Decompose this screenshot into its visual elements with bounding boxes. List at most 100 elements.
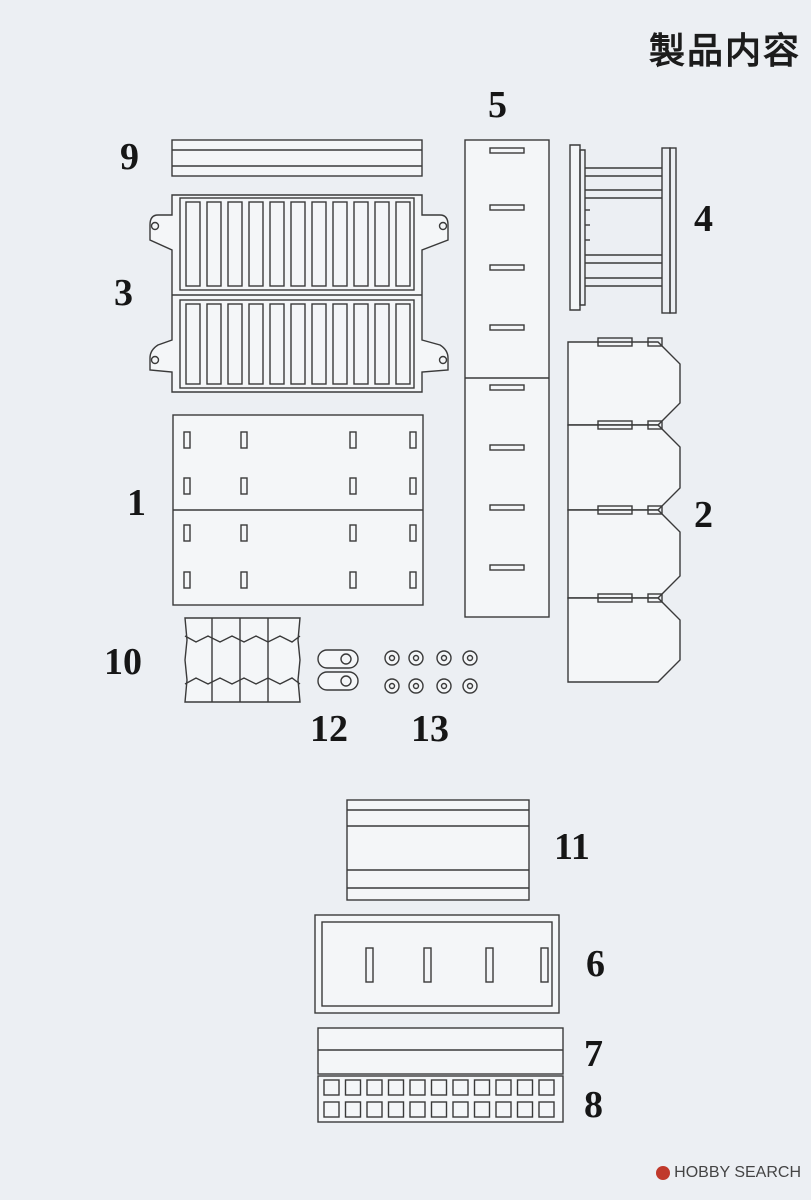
plate-slot <box>409 477 417 495</box>
washer-hole <box>466 654 474 662</box>
grid-cell <box>430 1101 448 1118</box>
grid-cell <box>323 1079 340 1096</box>
grid-cell <box>538 1079 555 1096</box>
plate-slot <box>409 431 417 449</box>
grille-slot <box>206 201 222 287</box>
part-12-lugs <box>317 649 359 691</box>
label-part-3: 3 <box>114 272 133 314</box>
grille-slot <box>395 201 411 287</box>
label-part-7: 7 <box>584 1033 603 1075</box>
watermark: HOBBY SEARCH <box>656 1164 801 1182</box>
grille-slot <box>311 303 327 385</box>
part-11-box <box>346 799 530 901</box>
side-tab <box>647 337 663 347</box>
part-6-panel <box>314 914 560 1014</box>
grid-cell <box>538 1101 555 1118</box>
grille-slot <box>206 303 222 385</box>
page-title: 製品内容 <box>648 31 801 72</box>
washer <box>408 678 424 694</box>
grid-cell <box>344 1079 362 1096</box>
washer-hole <box>440 682 448 690</box>
side-piece <box>567 509 681 599</box>
grid-cell <box>516 1101 534 1118</box>
side-tab <box>647 420 663 430</box>
side-tab <box>597 505 633 515</box>
washer-hole <box>440 654 448 662</box>
washer <box>436 678 452 694</box>
plate-slot <box>183 431 191 449</box>
grille-slot <box>374 201 390 287</box>
washer <box>462 678 478 694</box>
grille-slot <box>374 303 390 385</box>
grid-cell <box>366 1101 383 1118</box>
plate-slot <box>349 431 357 449</box>
label-part-12: 12 <box>310 708 348 750</box>
grille-slot <box>395 303 411 385</box>
grille-slot <box>332 303 348 385</box>
grille-slot <box>353 201 369 287</box>
grille-slot <box>185 303 201 385</box>
part-1-plate <box>172 414 424 606</box>
watermark-text: HOBBY SEARCH <box>674 1164 801 1181</box>
grille-slot <box>353 303 369 385</box>
grille-slot <box>227 303 243 385</box>
panel-slot <box>489 564 525 571</box>
washer <box>384 650 400 666</box>
plate-slot <box>349 477 357 495</box>
side-piece <box>567 597 681 683</box>
label-part-6: 6 <box>586 943 605 985</box>
grille-slot <box>290 303 306 385</box>
part-2-sides <box>567 337 681 683</box>
label-part-9: 9 <box>120 136 139 178</box>
side-tab <box>597 593 633 603</box>
washer <box>436 650 452 666</box>
panel-slot <box>489 384 525 391</box>
grid-cell <box>430 1079 448 1096</box>
washer <box>384 678 400 694</box>
panel-slot <box>489 264 525 271</box>
grid-cell <box>495 1079 512 1096</box>
grid-cell <box>323 1101 340 1118</box>
part-8-grid <box>317 1075 564 1123</box>
panel-slot <box>489 504 525 511</box>
label-part-4: 4 <box>694 198 713 240</box>
grid-frame <box>317 1075 564 1123</box>
washer-hole <box>388 654 396 662</box>
grille-slot <box>227 201 243 287</box>
washer <box>408 650 424 666</box>
grille-slot <box>248 303 264 385</box>
plate-slot <box>183 477 191 495</box>
plate-slot <box>409 524 417 542</box>
label-part-13: 13 <box>411 708 449 750</box>
plate-slot <box>240 571 248 589</box>
side-tab <box>597 337 633 347</box>
part-5-panel <box>464 139 550 618</box>
grid-cell <box>409 1101 426 1118</box>
panel-slot <box>489 147 525 154</box>
label-part-11: 11 <box>554 826 590 868</box>
grid-cell <box>387 1079 405 1096</box>
washer-hole <box>466 682 474 690</box>
part-10-strips <box>184 617 301 703</box>
label-part-10: 10 <box>104 641 142 683</box>
part-3-grille <box>149 194 449 393</box>
side-tab <box>647 593 663 603</box>
washer-hole <box>412 682 420 690</box>
grille-slot <box>185 201 201 287</box>
grille-slot <box>311 201 327 287</box>
plate-slot <box>240 477 248 495</box>
panel-slot <box>489 324 525 331</box>
side-tab <box>597 420 633 430</box>
grid-cell <box>409 1079 426 1096</box>
plate-slot <box>183 571 191 589</box>
grid-cell <box>495 1101 512 1118</box>
washer <box>462 650 478 666</box>
label-part-5: 5 <box>488 84 507 126</box>
panel-slot <box>489 204 525 211</box>
plate-slot <box>349 524 357 542</box>
grid-cell <box>366 1079 383 1096</box>
part-9-bar <box>171 139 423 177</box>
panel-slot <box>489 444 525 451</box>
part-7-strip <box>317 1027 564 1075</box>
